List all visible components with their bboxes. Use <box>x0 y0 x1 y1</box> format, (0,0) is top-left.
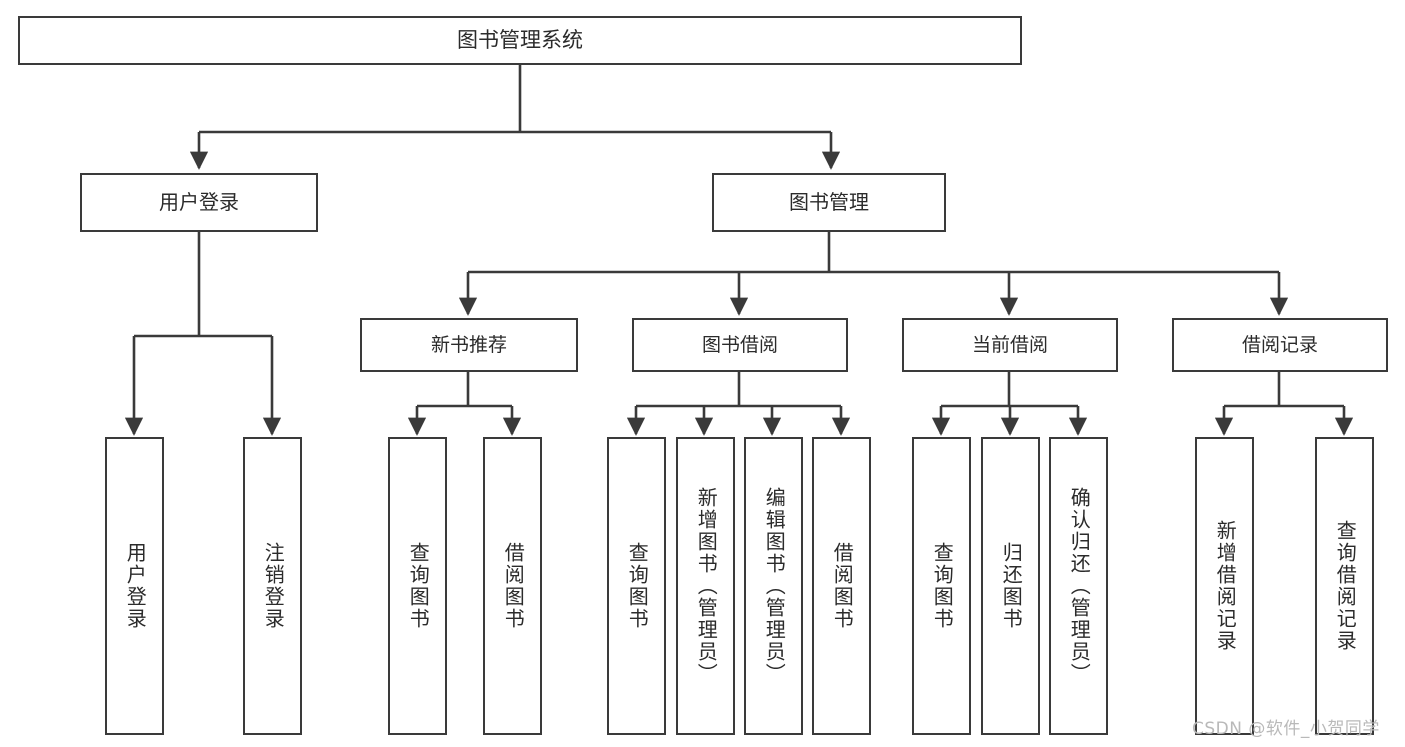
leaf-label: 查询图书 <box>930 542 955 630</box>
leaf-label: 借阅图书 <box>830 542 855 630</box>
node-book-borrow[interactable]: 图书借阅 <box>632 318 848 372</box>
node-leaf-add-record[interactable]: 新增借阅记录 <box>1195 437 1254 735</box>
node-leaf-add-book[interactable]: 新增图书（管理员） <box>676 437 735 735</box>
node-leaf-query-record[interactable]: 查询借阅记录 <box>1315 437 1374 735</box>
node-leaf-confirm-return[interactable]: 确认归还（管理员） <box>1049 437 1108 735</box>
node-leaf-user-login[interactable]: 用户登录 <box>105 437 164 735</box>
leaf-label: 新增借阅记录 <box>1213 520 1238 652</box>
leaf-label: 归还图书 <box>999 542 1024 630</box>
leaf-label: 注销登录 <box>261 542 286 630</box>
node-leaf-query-book-3[interactable]: 查询图书 <box>912 437 971 735</box>
node-leaf-logout-login[interactable]: 注销登录 <box>243 437 302 735</box>
leaf-label: 编辑图书（管理员） <box>762 487 787 685</box>
node-user-login[interactable]: 用户登录 <box>80 173 318 232</box>
leaf-label: 新增图书（管理员） <box>694 487 719 685</box>
node-leaf-borrow-book-1[interactable]: 借阅图书 <box>483 437 542 735</box>
node-borrow-record[interactable]: 借阅记录 <box>1172 318 1388 372</box>
leaf-label: 确认归还（管理员） <box>1067 487 1092 685</box>
node-leaf-edit-book[interactable]: 编辑图书（管理员） <box>744 437 803 735</box>
node-root-system[interactable]: 图书管理系统 <box>18 16 1022 65</box>
leaf-label: 借阅图书 <box>501 542 526 630</box>
node-new-book-recommend[interactable]: 新书推荐 <box>360 318 578 372</box>
node-leaf-borrow-book-2[interactable]: 借阅图书 <box>812 437 871 735</box>
leaf-label: 用户登录 <box>123 542 148 630</box>
node-leaf-return-book[interactable]: 归还图书 <box>981 437 1040 735</box>
leaf-label: 查询图书 <box>406 542 431 630</box>
leaf-label: 查询图书 <box>625 542 650 630</box>
leaf-label: 查询借阅记录 <box>1333 520 1358 652</box>
node-current-borrow[interactable]: 当前借阅 <box>902 318 1118 372</box>
node-leaf-query-book-1[interactable]: 查询图书 <box>388 437 447 735</box>
node-book-management[interactable]: 图书管理 <box>712 173 946 232</box>
node-leaf-query-book-2[interactable]: 查询图书 <box>607 437 666 735</box>
